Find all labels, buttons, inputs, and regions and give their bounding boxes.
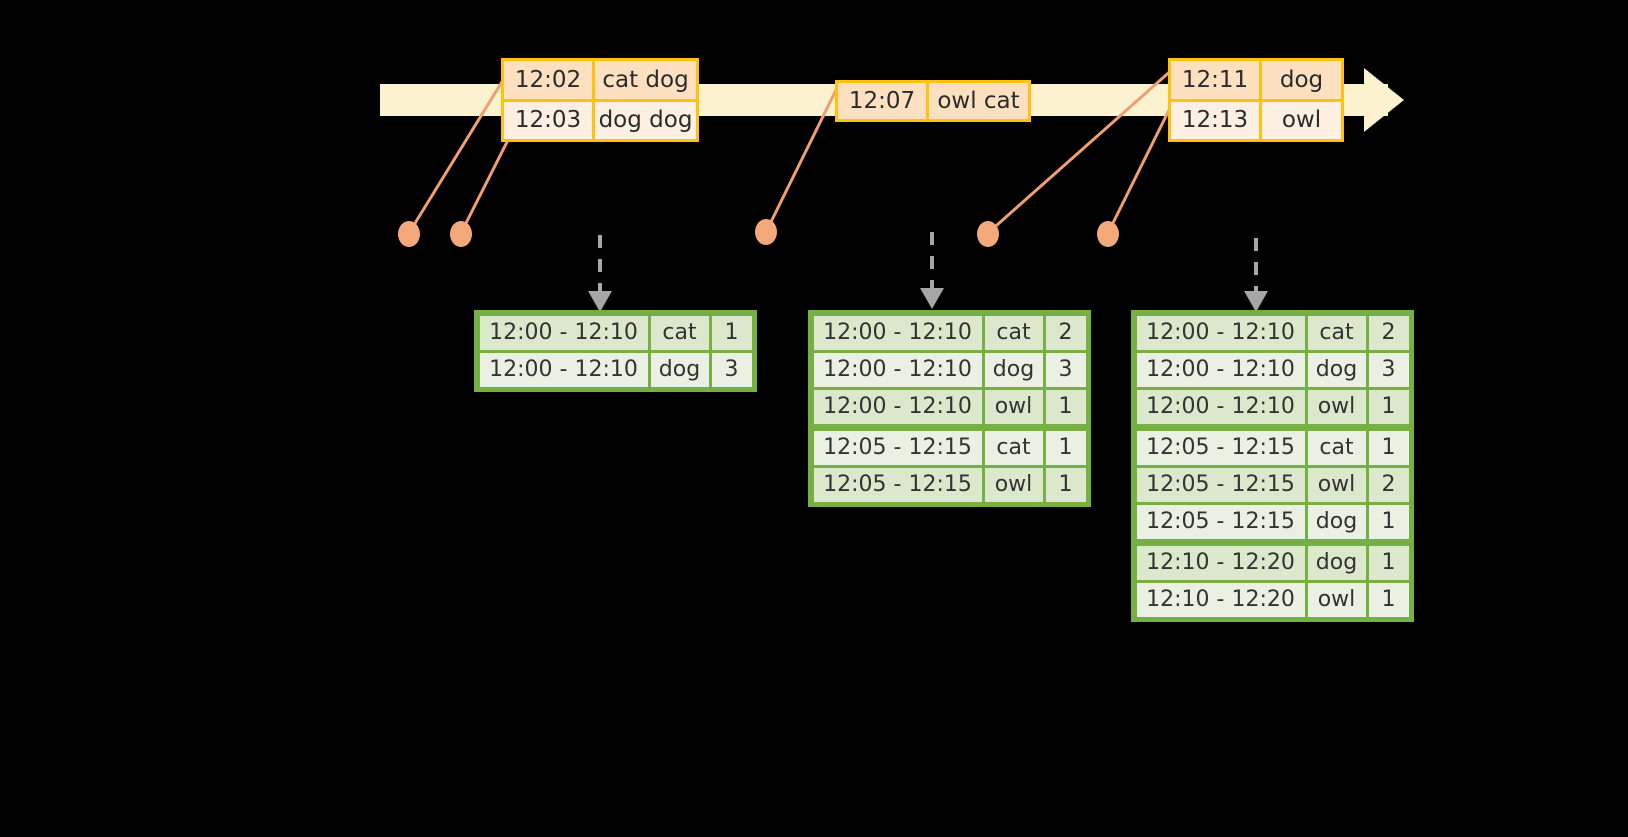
window-group-separator xyxy=(1135,425,1410,429)
cell-count: 1 xyxy=(1045,430,1086,465)
window-group-separator xyxy=(812,425,1087,429)
cell-count: 1 xyxy=(1368,389,1409,424)
trigger-dot-5 xyxy=(1097,221,1119,247)
cell-count: 1 xyxy=(1368,430,1409,465)
event-words: dog xyxy=(1259,61,1341,99)
trigger-dot-1 xyxy=(398,221,420,247)
cell-count: 1 xyxy=(1368,504,1409,539)
cell-word: dog xyxy=(1307,545,1366,580)
event-time: 12:07 xyxy=(838,83,926,119)
cell-count: 1 xyxy=(1368,545,1409,580)
event-box-1: 12:02 cat dog 12:03 dog dog xyxy=(501,58,699,142)
cell-window: 12:00 - 12:10 xyxy=(813,352,982,387)
cell-window: 12:00 - 12:10 xyxy=(813,389,982,424)
event-row: 12:03 dog dog xyxy=(504,98,696,139)
event-row: 12:02 cat dog xyxy=(504,61,696,99)
cell-window: 12:05 - 12:15 xyxy=(1136,430,1305,465)
cell-word: dog xyxy=(1307,352,1366,387)
cell-word: cat xyxy=(1307,430,1366,465)
cell-word: cat xyxy=(984,430,1043,465)
cell-word: dog xyxy=(984,352,1043,387)
cell-word: cat xyxy=(650,315,709,350)
cell-window: 12:05 - 12:15 xyxy=(1136,504,1305,539)
event-time: 12:02 xyxy=(504,61,592,99)
event-time: 12:13 xyxy=(1171,101,1259,139)
cell-word: owl xyxy=(984,389,1043,424)
event-time: 12:03 xyxy=(504,101,592,139)
trigger-dot-4 xyxy=(977,221,999,247)
cell-window: 12:00 - 12:10 xyxy=(813,315,982,350)
cell-window: 12:05 - 12:15 xyxy=(1136,467,1305,502)
cell-word: dog xyxy=(650,352,709,387)
trigger-dot-2 xyxy=(450,221,472,247)
cell-window: 12:00 - 12:10 xyxy=(1136,352,1305,387)
window-group-separator xyxy=(1135,540,1410,544)
cell-word: cat xyxy=(1307,315,1366,350)
cell-word: owl xyxy=(1307,389,1366,424)
cell-word: owl xyxy=(1307,467,1366,502)
cell-window: 12:05 - 12:15 xyxy=(813,467,982,502)
cell-window: 12:00 - 12:10 xyxy=(1136,315,1305,350)
cell-window: 12:00 - 12:10 xyxy=(479,352,648,387)
cell-word: owl xyxy=(984,467,1043,502)
timeline-arrowhead-icon xyxy=(1364,68,1404,132)
event-box-3: 12:11 dog 12:13 owl xyxy=(1168,58,1344,142)
cell-window: 12:05 - 12:15 xyxy=(813,430,982,465)
event-words: cat dog xyxy=(592,61,696,99)
cell-count: 1 xyxy=(1045,467,1086,502)
cell-count: 2 xyxy=(1368,467,1409,502)
event-row: 12:13 owl xyxy=(1171,98,1341,139)
cell-count: 1 xyxy=(711,315,752,350)
cell-window: 12:10 - 12:20 xyxy=(1136,545,1305,580)
cell-count: 2 xyxy=(1368,315,1409,350)
cell-count: 3 xyxy=(1368,352,1409,387)
cell-window: 12:00 - 12:10 xyxy=(1136,389,1305,424)
event-box-2: 12:07 owl cat xyxy=(835,80,1031,122)
event-words: dog dog xyxy=(592,101,696,139)
event-row: 12:11 dog xyxy=(1171,61,1341,99)
cell-word: cat xyxy=(984,315,1043,350)
cell-count: 1 xyxy=(1045,389,1086,424)
cell-count: 3 xyxy=(711,352,752,387)
cell-word: dog xyxy=(1307,504,1366,539)
cell-window: 12:00 - 12:10 xyxy=(479,315,648,350)
cell-word: owl xyxy=(1307,582,1366,617)
event-time: 12:11 xyxy=(1171,61,1259,99)
trigger-dot-3 xyxy=(755,219,777,245)
event-words: owl cat xyxy=(926,83,1028,119)
cell-window: 12:10 - 12:20 xyxy=(1136,582,1305,617)
event-row: 12:07 owl cat xyxy=(838,83,1028,119)
cell-count: 3 xyxy=(1045,352,1086,387)
cell-count: 1 xyxy=(1368,582,1409,617)
event-words: owl xyxy=(1259,101,1341,139)
cell-count: 2 xyxy=(1045,315,1086,350)
